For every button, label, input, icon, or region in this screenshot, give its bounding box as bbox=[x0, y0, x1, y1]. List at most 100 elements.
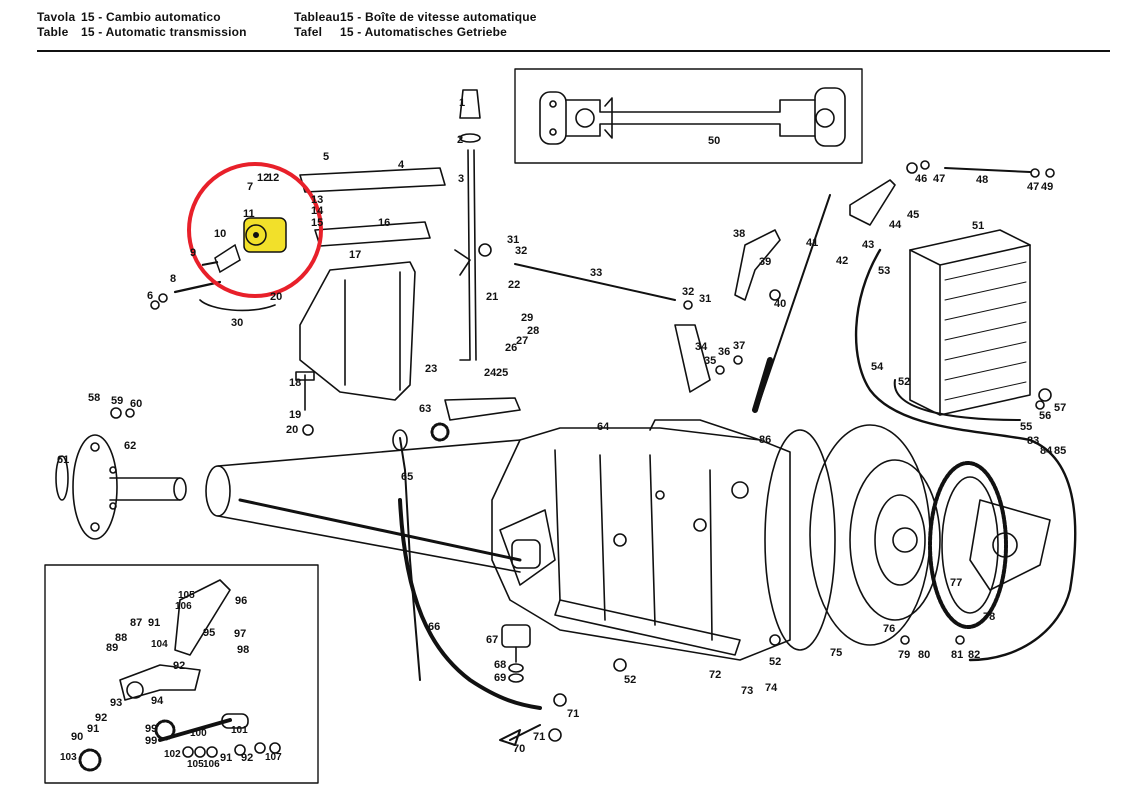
highlighted-switch bbox=[243, 217, 287, 253]
callout-99: 99 bbox=[145, 723, 157, 735]
callout-107: 107 bbox=[265, 752, 282, 763]
callout-44: 44 bbox=[889, 219, 902, 231]
bolt bbox=[499, 724, 541, 746]
callout-65: 65 bbox=[401, 471, 413, 483]
dipstick-handle bbox=[392, 429, 408, 451]
callout-62: 62 bbox=[124, 440, 136, 452]
callout-91: 91 bbox=[148, 617, 160, 629]
callout-97: 97 bbox=[234, 628, 246, 640]
callout-83: 83 bbox=[1027, 435, 1039, 447]
callout-48: 48 bbox=[976, 174, 988, 186]
callout-2: 2 bbox=[457, 134, 463, 146]
callout-77: 77 bbox=[950, 577, 962, 589]
callout-3: 3 bbox=[458, 173, 464, 185]
selector-shaft bbox=[78, 579, 249, 772]
header-title: 15 - Boîte de vitesse automatique bbox=[340, 10, 537, 24]
gear-lever bbox=[454, 89, 481, 361]
callout-104: 104 bbox=[151, 639, 168, 650]
header-word: Tavola bbox=[37, 10, 76, 24]
callout-56: 56 bbox=[1039, 410, 1051, 422]
callout-91: 91 bbox=[87, 723, 99, 735]
dipstick bbox=[399, 437, 421, 681]
highlight-circle bbox=[187, 162, 323, 298]
callout-53: 53 bbox=[878, 265, 890, 277]
callout-52: 52 bbox=[898, 376, 910, 388]
callout-52: 52 bbox=[624, 674, 636, 686]
callout-50: 50 bbox=[708, 135, 720, 147]
callout-25: 25 bbox=[496, 367, 508, 379]
callout-4: 4 bbox=[398, 159, 405, 171]
propeller-shaft bbox=[539, 87, 846, 147]
callout-12: 12 bbox=[257, 172, 269, 184]
highlighted-part bbox=[187, 162, 323, 298]
callout-41: 41 bbox=[806, 237, 818, 249]
callout-9: 9 bbox=[190, 247, 196, 259]
callout-37: 37 bbox=[733, 340, 745, 352]
callout-72: 72 bbox=[709, 669, 721, 681]
oil-cooler bbox=[909, 229, 1031, 416]
linkage-rod bbox=[173, 280, 222, 294]
callout-90: 90 bbox=[71, 731, 83, 743]
callout-70: 70 bbox=[513, 743, 525, 755]
converter-housing bbox=[764, 424, 941, 651]
small-parts bbox=[110, 160, 1055, 758]
callout-71: 71 bbox=[533, 731, 545, 743]
header-title: 15 - Cambio automatico bbox=[81, 10, 221, 24]
callout-61: 61 bbox=[57, 454, 69, 466]
callout-23: 23 bbox=[425, 363, 437, 375]
callout-21: 21 bbox=[486, 291, 498, 303]
callout-40: 40 bbox=[774, 298, 786, 310]
filler-tube bbox=[398, 498, 542, 710]
long-bolt bbox=[944, 167, 1031, 173]
callout-8: 8 bbox=[170, 273, 176, 285]
callout-92: 92 bbox=[173, 660, 185, 672]
callout-11: 11 bbox=[243, 208, 255, 220]
callout-59: 59 bbox=[111, 395, 123, 407]
callout-101: 101 bbox=[231, 725, 248, 736]
shift-lever bbox=[674, 324, 711, 393]
callout-78: 78 bbox=[983, 611, 995, 623]
callout-73: 73 bbox=[741, 685, 753, 697]
callout-103: 103 bbox=[60, 752, 77, 763]
callout-63: 63 bbox=[419, 403, 431, 415]
callout-10: 10 bbox=[214, 228, 226, 240]
callout-68: 68 bbox=[494, 659, 506, 671]
callout-94: 94 bbox=[151, 695, 164, 707]
callout-49: 49 bbox=[1041, 181, 1053, 193]
callout-46: 46 bbox=[915, 173, 927, 185]
callout-30: 30 bbox=[231, 317, 243, 329]
ball-joint bbox=[444, 397, 521, 421]
callout-36: 36 bbox=[718, 346, 730, 358]
callout-86: 86 bbox=[759, 434, 771, 446]
header-word: Tableau bbox=[294, 10, 340, 24]
callout-80: 80 bbox=[918, 649, 930, 661]
callout-93: 93 bbox=[110, 697, 122, 709]
callout-106: 106 bbox=[175, 601, 192, 612]
callout-79: 79 bbox=[898, 649, 910, 661]
callout-100: 100 bbox=[190, 728, 207, 739]
selector-inset-frame bbox=[44, 564, 319, 784]
callout-14: 14 bbox=[311, 205, 324, 217]
callout-71: 71 bbox=[567, 708, 579, 720]
gear bbox=[430, 422, 450, 442]
callout-18: 18 bbox=[289, 377, 301, 389]
callout-67: 67 bbox=[486, 634, 498, 646]
callout-95: 95 bbox=[203, 627, 215, 639]
ring-gear-flexplate bbox=[928, 461, 1051, 629]
linkage-rod bbox=[199, 299, 276, 312]
header-title: 15 - Automatisches Getriebe bbox=[340, 25, 508, 39]
callout-55: 55 bbox=[1020, 421, 1032, 433]
control-rod bbox=[514, 263, 676, 301]
callout-12: 12 bbox=[267, 172, 279, 184]
callout-89: 89 bbox=[106, 642, 118, 654]
callout-20: 20 bbox=[286, 424, 298, 436]
callout-34: 34 bbox=[695, 341, 708, 353]
callout-102: 102 bbox=[164, 749, 181, 760]
callout-99: 99 bbox=[145, 735, 157, 747]
header-rule bbox=[37, 50, 1110, 52]
rubber-mount bbox=[501, 624, 531, 683]
callout-76: 76 bbox=[883, 623, 895, 635]
callout-32: 32 bbox=[515, 245, 527, 257]
